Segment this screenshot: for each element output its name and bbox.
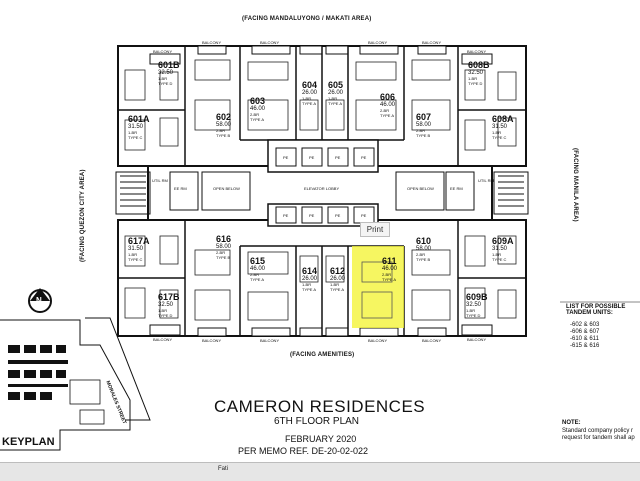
tandem-item: -606 & 607: [570, 329, 600, 335]
balcony-label: BALCONY: [260, 338, 280, 343]
memo-reference: PER MEMO REF. DE-20-02-022: [238, 446, 369, 456]
balcony-label: BALCONY: [202, 40, 222, 45]
pe-label: PE: [309, 155, 315, 160]
tandem-item: -610 & 611: [570, 336, 599, 342]
pe-label: PE: [283, 155, 289, 160]
print-tooltip: Print: [360, 222, 390, 237]
pe-label: PE: [361, 155, 367, 160]
note-title: NOTE:: [562, 420, 581, 426]
balcony-label: BALCONY: [422, 40, 442, 45]
taskbar: [0, 462, 640, 481]
highlight-611: [352, 246, 404, 328]
pe-label: PE: [335, 155, 341, 160]
pe-label: PE: [283, 213, 289, 218]
utility-room-left-label: UTIL RM: [152, 178, 168, 183]
balcony-label: BALCONY: [467, 337, 487, 342]
plan-date: FEBRUARY 2020: [285, 434, 357, 444]
balcony-label: BALCONY: [260, 40, 280, 45]
elevator-lobby-label: ELEVATOR LOBBY: [304, 186, 340, 191]
floor-plan-subtitle: 6TH FLOOR PLAN: [274, 416, 360, 427]
ee-room-left-label: EE RM: [174, 186, 187, 191]
tandem-item: -602 & 603: [570, 322, 600, 328]
facing-right-label: (FACING MANILA AREA): [572, 148, 578, 222]
balcony-label: BALCONY: [153, 337, 173, 342]
facing-left-label: (FACING QUEZON CITY AREA): [80, 169, 86, 262]
ee-room-right-label: EE RM: [450, 186, 463, 191]
balcony-label: BALCONY: [467, 49, 487, 54]
balcony-label: BALCONY: [368, 338, 388, 343]
balcony-label: BALCONY: [422, 338, 442, 343]
taskbar-item[interactable]: Fati: [218, 466, 229, 472]
open-below-left-label: OPEN BELOW: [213, 186, 240, 191]
tandem-list-title: LIST FOR POSSIBLE TANDEM UNITS:: [566, 304, 626, 316]
pe-label: PE: [361, 213, 367, 218]
north-arrow-icon: N: [36, 296, 42, 305]
project-title: CAMERON RESIDENCES: [214, 397, 426, 416]
note-line: Standard company policy r: [562, 428, 634, 434]
facing-bottom-label: (FACING AMENITIES): [290, 352, 355, 358]
balcony-label: BALCONY: [368, 40, 388, 45]
facing-top-label: (FACING MANDALUYONG / MAKATI AREA): [242, 16, 372, 22]
utility-room-right-label: UTIL RM: [478, 178, 494, 183]
keyplan-label: KEYPLAN: [2, 436, 55, 448]
open-below-right-label: OPEN BELOW: [407, 186, 434, 191]
pe-label: PE: [309, 213, 315, 218]
balcony-label: BALCONY: [202, 338, 222, 343]
pe-label: PE: [335, 213, 341, 218]
balcony-label: BALCONY: [153, 49, 173, 54]
tandem-item: -615 & 616: [570, 343, 600, 349]
note-line: request for tandem shall ap: [562, 435, 635, 441]
